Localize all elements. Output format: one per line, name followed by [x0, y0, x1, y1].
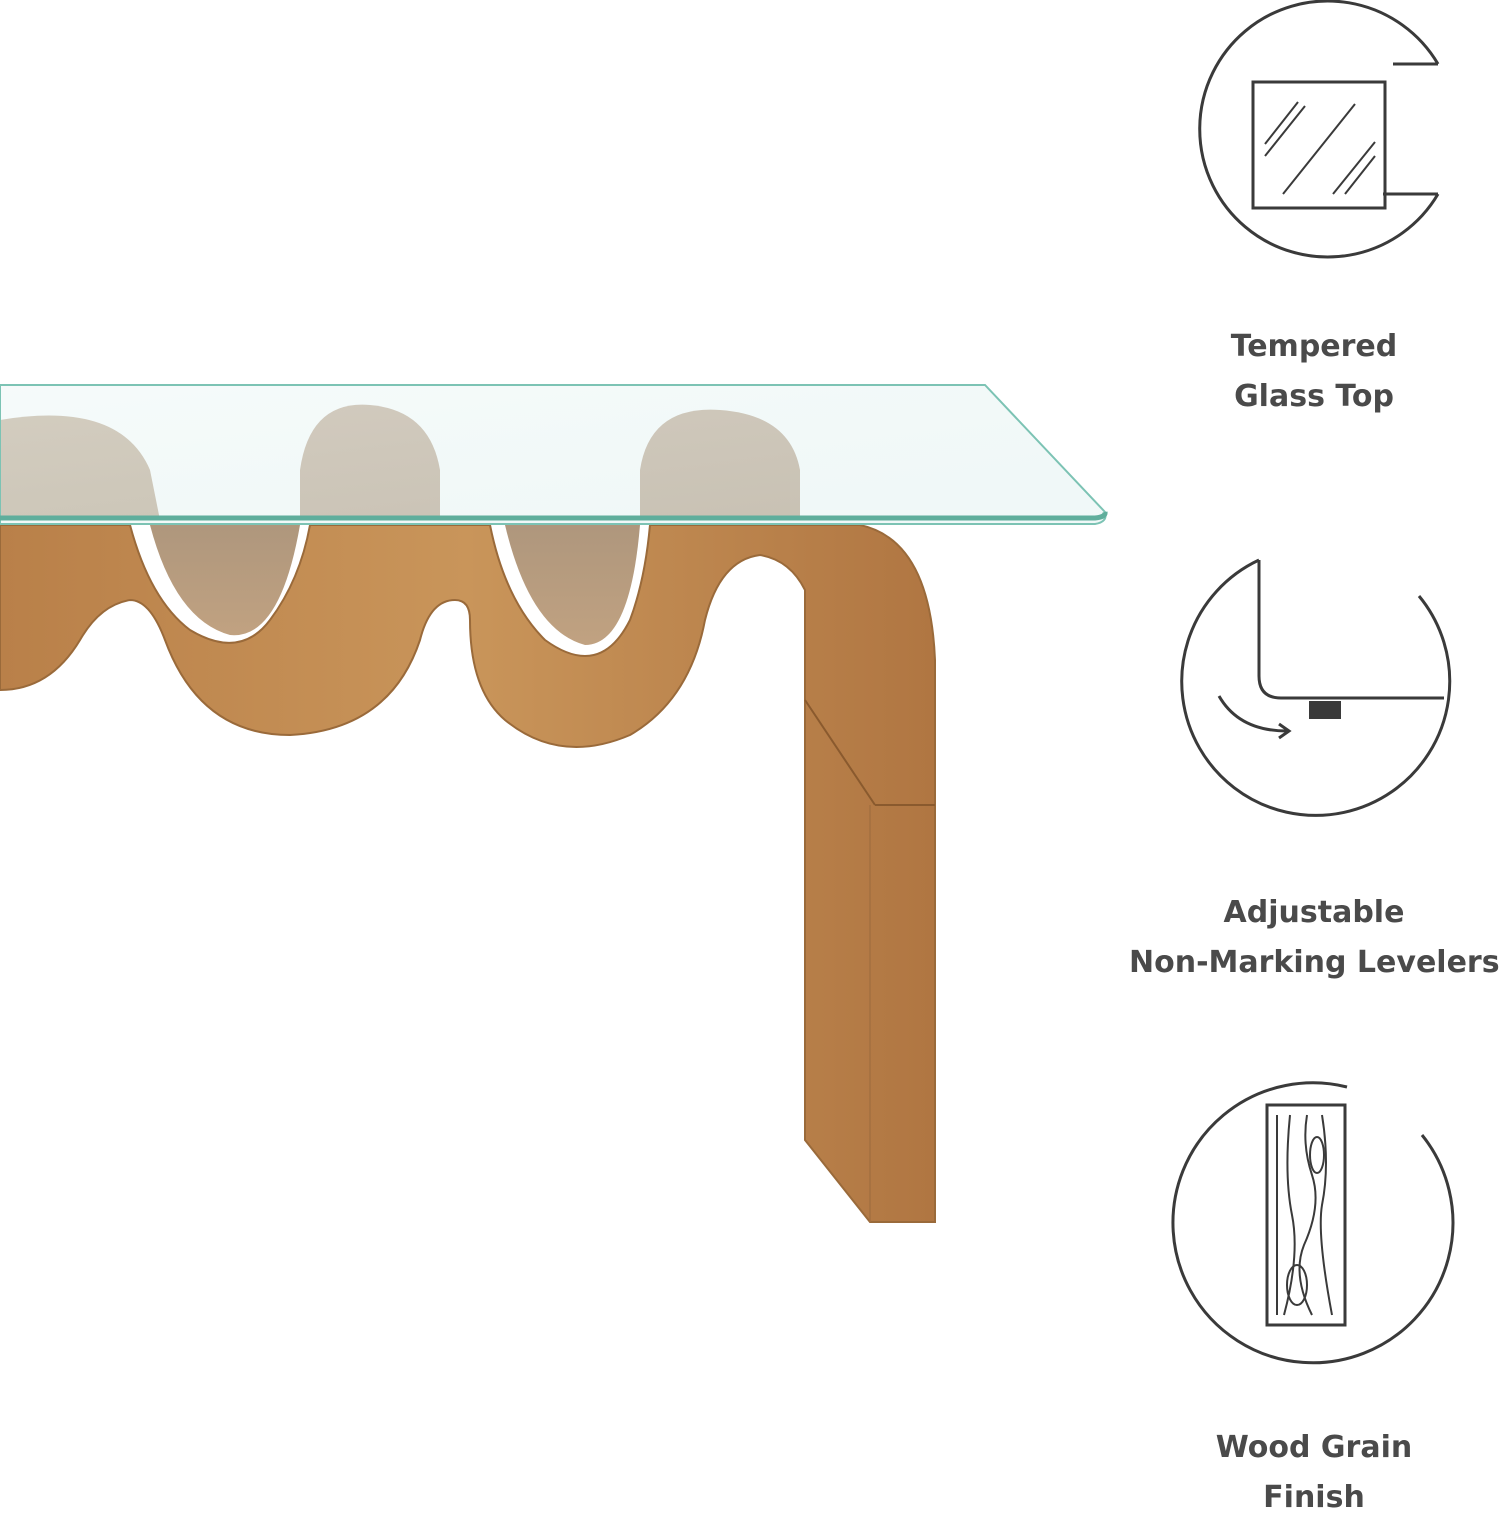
product-photo	[0, 384, 1108, 1223]
feature-wood-grain: Wood Grain Finish	[1129, 1081, 1499, 1523]
leg-seam	[804, 699, 876, 806]
feature-label: Adjustable Non-Marking Levelers	[1129, 895, 1500, 980]
feature-tempered-glass: Tempered Glass Top	[1129, 0, 1499, 422]
wood-grain-icon	[1170, 1081, 1454, 1365]
feature-levelers: Adjustable Non-Marking Levelers	[1129, 556, 1500, 988]
glass-top	[0, 384, 1107, 525]
feature-label: Tempered Glass Top	[1230, 329, 1398, 414]
wave-inner-shade	[505, 525, 640, 645]
wavy-wood-base	[0, 524, 936, 1223]
glass-edge	[0, 511, 1108, 521]
wave-inner-shade	[150, 525, 300, 636]
feature-label: Wood Grain Finish	[1215, 1430, 1413, 1515]
tempered-glass-icon	[1198, 0, 1440, 259]
leveler-icon	[1180, 558, 1452, 817]
